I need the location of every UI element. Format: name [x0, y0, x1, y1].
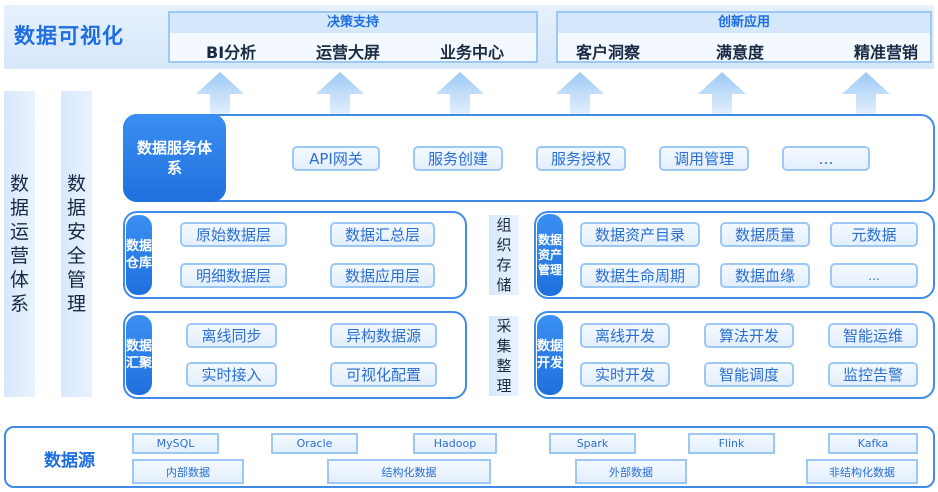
develop-chip-algorithm: 算法开发: [704, 323, 794, 348]
collect-organize-label: 采集整理: [489, 316, 519, 396]
data-operation-system-label: 数据运营体系: [9, 173, 29, 315]
data-asset-label: 数据资产管理: [537, 214, 563, 296]
asset-chip-more: ...: [830, 263, 918, 288]
data-source-label: 数据源: [44, 451, 95, 471]
service-chip-more: …: [782, 146, 870, 171]
develop-chip-monitor-alert: 监控告警: [828, 362, 918, 387]
asset-chip-metadata: 元数据: [830, 222, 918, 247]
innovation-app-box: 创新应用 客户洞察 满意度 精准营销: [556, 11, 932, 63]
data-security-management-label: 数据安全管理: [66, 173, 86, 315]
up-arrow-icon: [436, 72, 484, 116]
source-chip-internal: 内部数据: [132, 459, 244, 484]
asset-chip-lineage: 数据血缘: [720, 263, 810, 288]
data-collection-label: 数据汇聚: [126, 315, 152, 395]
collect-chip-visual-config: 可视化配置: [330, 362, 437, 387]
service-chip-authorize: 服务授权: [536, 146, 626, 171]
source-chip-flink: Flink: [688, 433, 775, 454]
asset-chip-quality: 数据质量: [720, 222, 810, 247]
asset-chip-catalog: 数据资产目录: [580, 222, 700, 247]
source-chip-external: 外部数据: [575, 459, 687, 484]
app-item-ops-screen: 运营大屏: [316, 43, 381, 62]
develop-chip-smart-schedule: 智能调度: [704, 362, 794, 387]
app-item-satisfaction: 满意度: [716, 43, 765, 62]
source-chip-mysql: MySQL: [132, 433, 219, 454]
up-arrow-icon: [698, 72, 746, 116]
app-item-business-center: 业务中心: [440, 43, 505, 62]
source-chip-spark: Spark: [549, 433, 636, 454]
collect-chip-offline-sync: 离线同步: [186, 323, 277, 348]
organize-storage-label: 组织存储: [489, 215, 519, 295]
service-chip-api-gateway: API网关: [292, 146, 380, 171]
warehouse-chip-summary: 数据汇总层: [330, 222, 435, 247]
page-title: 数据可视化: [14, 24, 124, 48]
develop-chip-smart-ops: 智能运维: [828, 323, 918, 348]
source-chip-unstructured: 非结构化数据: [806, 459, 918, 484]
decision-support-box: 决策支持 BI分析 运营大屏 业务中心: [168, 11, 538, 63]
data-service-label: 数据服务体系: [123, 114, 226, 202]
up-arrow-icon: [316, 72, 364, 116]
up-arrow-icon: [556, 72, 604, 116]
warehouse-chip-application: 数据应用层: [330, 263, 435, 288]
app-item-bi: BI分析: [206, 43, 257, 62]
source-chip-oracle: Oracle: [271, 433, 358, 454]
data-development-label: 数据开发: [537, 315, 563, 395]
develop-chip-offline: 离线开发: [580, 323, 670, 348]
develop-chip-realtime: 实时开发: [580, 362, 670, 387]
source-chip-hadoop: Hadoop: [413, 433, 497, 454]
data-operation-system-bar: 数据运营体系: [4, 91, 35, 397]
warehouse-chip-raw: 原始数据层: [180, 222, 287, 247]
app-item-customer-insight: 客户洞察: [576, 43, 641, 62]
service-chip-create: 服务创建: [413, 146, 503, 171]
asset-chip-lifecycle: 数据生命周期: [580, 263, 700, 288]
service-chip-call-management: 调用管理: [659, 146, 749, 171]
decision-support-header: 决策支持: [170, 13, 536, 33]
data-warehouse-label: 数据仓库: [126, 215, 152, 295]
app-item-precision-marketing: 精准营销: [854, 43, 919, 62]
up-arrow-icon: [842, 72, 890, 116]
data-security-management-bar: 数据安全管理: [61, 91, 92, 397]
up-arrow-icon: [196, 72, 244, 116]
innovation-app-header: 创新应用: [558, 13, 930, 33]
warehouse-chip-detail: 明细数据层: [180, 263, 287, 288]
source-chip-kafka: Kafka: [828, 433, 918, 454]
collect-chip-realtime: 实时接入: [186, 362, 277, 387]
collect-chip-heterogeneous: 异构数据源: [330, 323, 437, 348]
source-chip-structured: 结构化数据: [327, 459, 491, 484]
